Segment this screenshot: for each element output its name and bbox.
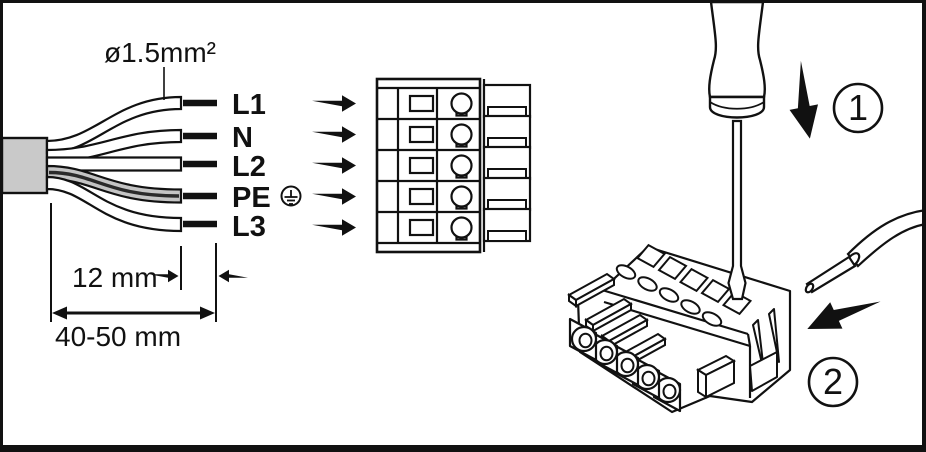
free-length-dimension: 40-50 mm bbox=[52, 306, 215, 352]
step-2-badge: 2 bbox=[807, 356, 859, 408]
step-2-number: 2 bbox=[823, 361, 843, 402]
wire-l3 bbox=[45, 175, 183, 233]
arrow-right-icon bbox=[312, 126, 356, 143]
arrow-right-icon bbox=[312, 219, 356, 236]
step-1-badge: 1 bbox=[832, 82, 884, 134]
screwdriver bbox=[708, 0, 766, 301]
arrow-right-icon bbox=[312, 157, 356, 174]
screwdriver-handle bbox=[708, 0, 766, 99]
wire-label-n: N bbox=[232, 122, 253, 154]
wire-l1 bbox=[45, 95, 183, 155]
arrow-right-icon bbox=[312, 188, 356, 205]
arrow-right-icon bbox=[312, 95, 356, 112]
terminal-block bbox=[375, 77, 532, 254]
free-length-label: 40-50 mm bbox=[55, 321, 181, 352]
strip-length-dimension: 12 mm bbox=[50, 203, 248, 322]
connector-latch-wedge bbox=[749, 308, 780, 392]
screwdriver-cap bbox=[708, 95, 766, 119]
cable-sheath bbox=[0, 136, 49, 195]
connector-step-block bbox=[695, 354, 737, 399]
wire-label-l3: L3 bbox=[232, 211, 266, 243]
step-1-number: 1 bbox=[848, 87, 868, 128]
terminal-screw-ports bbox=[450, 92, 473, 241]
stripped-wire bbox=[804, 208, 926, 294]
flow-arrows bbox=[312, 95, 356, 236]
connector-plug bbox=[568, 244, 792, 414]
terminal-clamp-windows bbox=[408, 94, 435, 237]
arrow-left-icon bbox=[218, 269, 248, 283]
protective-earth-icon bbox=[280, 185, 302, 207]
strip-length-label: 12 mm bbox=[72, 262, 158, 293]
wire-label-l1: L1 bbox=[232, 89, 266, 121]
wire-label-l2: L2 bbox=[232, 151, 266, 183]
screwdriver-shaft bbox=[727, 119, 747, 301]
cable-illustration: ø1.5mm² L1 N L2 PE L3 12 mm bbox=[0, 37, 302, 352]
terminal-latch-tabs bbox=[482, 83, 532, 243]
wire-size-label: ø1.5mm² bbox=[104, 37, 216, 68]
arrow-down-icon bbox=[780, 59, 825, 142]
wire-pe bbox=[45, 164, 183, 204]
wire-label-pe: PE bbox=[232, 182, 271, 214]
wire-tips bbox=[183, 99, 217, 228]
